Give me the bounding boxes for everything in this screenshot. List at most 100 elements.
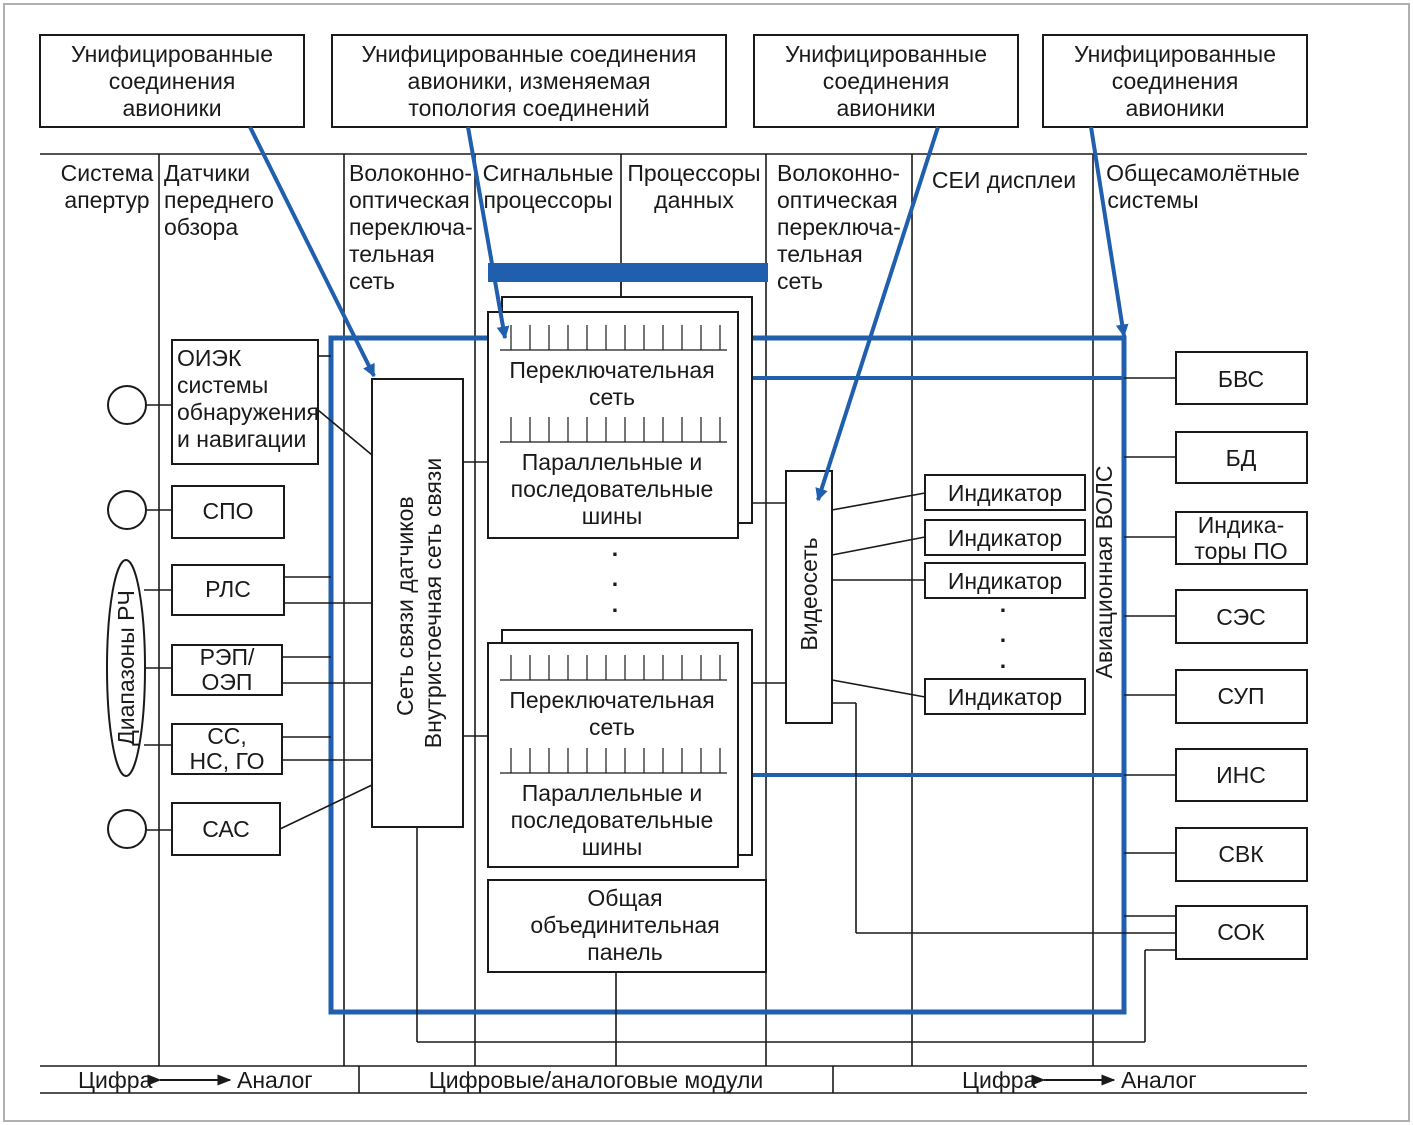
top-box-3-line-1: Унифицированные <box>785 41 987 67</box>
svg-text:системы: системы <box>177 372 268 398</box>
system-svk-label: СВК <box>1218 841 1264 867</box>
svg-text:СУП: СУП <box>1218 683 1265 709</box>
aircraft-line-1: Общесамолётные <box>1106 160 1300 186</box>
column-header-signal: Сигнальные процессоры <box>483 160 614 213</box>
column-header-fiber-2: Волоконно- оптическая переключа- тельная… <box>777 160 901 294</box>
forward-line-1: Датчики <box>164 160 250 186</box>
svg-text:авионики: авионики <box>836 95 935 121</box>
bottom-right-analog: Аналог <box>1121 1067 1197 1093</box>
system-ses: СЭС <box>1175 589 1308 644</box>
sensor-rls: РЛС <box>171 564 285 616</box>
svg-text:Сигнальные: Сигнальные <box>483 160 614 186</box>
top-box-3-line-2: соединения <box>823 68 950 94</box>
oiek-line-4: и навигации <box>177 426 306 452</box>
top-box-4-line-2: соединения <box>1112 68 1239 94</box>
aperture-circle-1 <box>107 385 147 425</box>
indicator-3-label: Индикатор <box>948 568 1062 594</box>
column-header-forward: Датчики переднего обзора <box>164 160 274 240</box>
lower-bus-line-3: шины <box>582 834 643 860</box>
fiber1-line-1: Волоконно- <box>349 160 472 186</box>
svg-text:Индикатор: Индикатор <box>948 480 1062 506</box>
svg-text:СС,: СС, <box>207 723 247 749</box>
top-box-4: Унифицированные соединения авионики <box>1042 34 1308 128</box>
svg-text:Аналог: Аналог <box>1121 1067 1197 1093</box>
module-dots: . . . <box>612 535 618 617</box>
switch-comb-lower <box>500 655 727 681</box>
bottom-middle-label: Цифровые/аналоговые модули <box>429 1067 763 1093</box>
svg-text:Датчики: Датчики <box>164 160 250 186</box>
module-dot-2: . <box>612 565 618 591</box>
svg-text:и навигации: и навигации <box>177 426 306 452</box>
svg-text:Параллельные и: Параллельные и <box>522 449 702 475</box>
system-ses-label: СЭС <box>1216 604 1266 630</box>
svg-text:Видеосеть: Видеосеть <box>796 537 822 650</box>
lower-bus-line-1: Параллельные и <box>522 780 702 806</box>
svg-text:торы ПО: торы ПО <box>1194 538 1287 564</box>
svg-text:переключа-: переключа- <box>777 214 901 240</box>
system-sok: СОК <box>1175 905 1308 960</box>
svg-text:СВК: СВК <box>1218 841 1264 867</box>
system-indicators-po: Индика- торы ПО <box>1175 511 1308 565</box>
svg-text:данных: данных <box>654 187 734 213</box>
system-bvs: БВС <box>1175 351 1308 405</box>
indicator-4: Индикатор <box>924 678 1086 715</box>
column-header-displays: СЕИ дисплеи <box>932 167 1076 193</box>
svg-text:СЕИ дисплеи: СЕИ дисплеи <box>932 167 1076 193</box>
indicator-2: Индикатор <box>924 519 1086 556</box>
svg-text:последовательные: последовательные <box>511 476 714 502</box>
svg-text:НС, ГО: НС, ГО <box>189 748 264 774</box>
fiber1-line-5: сеть <box>349 268 395 294</box>
svg-text:топология соединений: топология соединений <box>408 95 649 121</box>
svg-text:Волоконно-: Волоконно- <box>349 160 472 186</box>
svg-text:соединения: соединения <box>823 68 950 94</box>
rf-bands-ellipse <box>106 559 146 777</box>
svg-text:БВС: БВС <box>1218 366 1264 392</box>
sensor-ss: СС, НС, ГО <box>171 723 283 775</box>
module-upper: Переключательная сеть Параллельные и пос… <box>487 296 753 539</box>
top-box-4-line-3: авионики <box>1125 95 1224 121</box>
ss-line-2: НС, ГО <box>189 748 264 774</box>
rep-line-1: РЭП/ <box>200 644 255 670</box>
svg-text:РЛС: РЛС <box>205 576 251 602</box>
indicator-3: Индикатор <box>924 562 1086 599</box>
sensor-network: Сеть связи датчиков Внутристоечная сеть … <box>371 378 464 828</box>
connection-lines <box>144 282 1176 1066</box>
svg-text:Цифровые/аналоговые модули: Цифровые/аналоговые модули <box>429 1067 763 1093</box>
svg-text:СЭС: СЭС <box>1216 604 1266 630</box>
svg-text:обзора: обзора <box>164 214 238 240</box>
spo-label: СПО <box>202 498 253 524</box>
svg-text:соединения: соединения <box>109 68 236 94</box>
signal-line-1: Сигнальные <box>483 160 614 186</box>
top-box-1: Унифицированные соединения авионики <box>39 34 305 128</box>
svg-text:.: . <box>1000 647 1006 673</box>
svg-text:тельная: тельная <box>349 241 435 267</box>
ss-line-1: СС, <box>207 723 247 749</box>
blue-arrows <box>248 126 1129 502</box>
svg-text:сеть: сеть <box>349 268 395 294</box>
indicator-dot-2: . <box>1000 621 1006 647</box>
oiek-line-2: системы <box>177 372 268 398</box>
indicator-4-label: Индикатор <box>948 684 1062 710</box>
system-ins: ИНС <box>1175 748 1308 802</box>
arrow-4 <box>1089 126 1129 338</box>
svg-text:Общесамолётные: Общесамолётные <box>1106 160 1300 186</box>
lower-switch-line-2: сеть <box>589 714 635 740</box>
svg-text:авионики, изменяемая: авионики, изменяемая <box>408 68 651 94</box>
indicator-dot-1: . <box>1000 591 1006 617</box>
sensor-sas: САС <box>171 802 281 856</box>
aircraft-line-2: системы <box>1107 187 1198 213</box>
svg-text:САС: САС <box>202 816 250 842</box>
forward-line-2: переднего <box>164 187 274 213</box>
top-box-2-line-2: авионики, изменяемая <box>408 68 651 94</box>
svg-text:.: . <box>1000 591 1006 617</box>
top-box-1-line-1: Унифицированные <box>71 41 273 67</box>
svg-text:последовательные: последовательные <box>511 807 714 833</box>
svg-text:сеть: сеть <box>777 268 823 294</box>
aperture-elements: Диапазоны РЧ <box>106 385 147 849</box>
column-header-aperture: Система апертур <box>61 160 154 213</box>
common-panel: Общая объединительная панель <box>487 879 767 973</box>
common-panel-line-3: панель <box>587 939 662 965</box>
system-svk: СВК <box>1175 827 1308 882</box>
module-dot-3: . <box>612 591 618 617</box>
svg-text:Унифицированные: Унифицированные <box>1074 41 1276 67</box>
